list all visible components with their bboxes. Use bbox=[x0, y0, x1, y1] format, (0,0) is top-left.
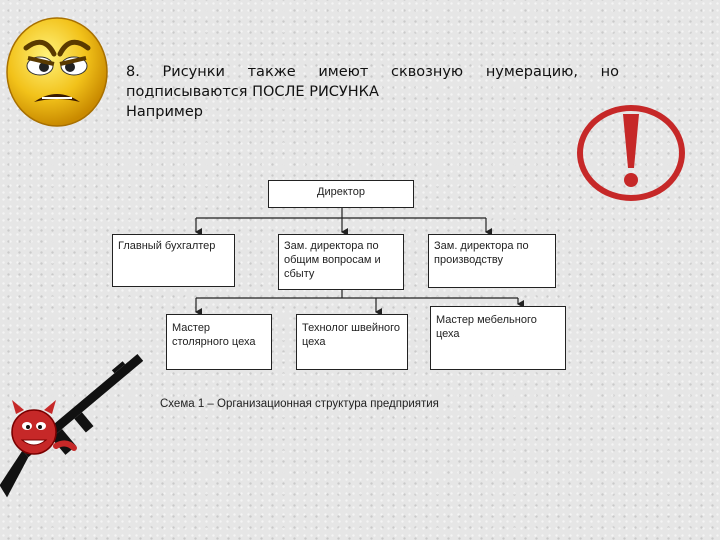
deputy-general-box: Зам. директора по общим вопросам и сбыту bbox=[278, 234, 404, 290]
director-label: Директор bbox=[317, 186, 365, 198]
sewing-technologist-label: Технолог швейного цеха bbox=[302, 322, 400, 348]
deputy-production-box: Зам. директора по производству bbox=[428, 234, 556, 288]
carpentry-master-label: Мастер столярного цеха bbox=[172, 322, 255, 348]
sewing-technologist-box: Технолог швейного цеха bbox=[296, 314, 408, 370]
chief-accountant-label: Главный бухгалтер bbox=[118, 240, 215, 252]
furniture-master-box: Мастер мебельного цеха bbox=[430, 306, 566, 370]
devil-with-rifle-icon bbox=[0, 320, 160, 500]
deputy-production-label: Зам. директора по производству bbox=[434, 240, 529, 266]
director-box: Директор bbox=[268, 180, 414, 208]
furniture-master-label: Мастер мебельного цеха bbox=[436, 314, 537, 340]
carpentry-master-box: Мастер столярного цеха bbox=[166, 314, 272, 370]
deputy-general-label: Зам. директора по общим вопросам и сбыту bbox=[284, 240, 381, 280]
chief-accountant-box: Главный бухгалтер bbox=[112, 234, 235, 287]
figure-caption: Схема 1 – Организационная структура пред… bbox=[160, 398, 439, 410]
